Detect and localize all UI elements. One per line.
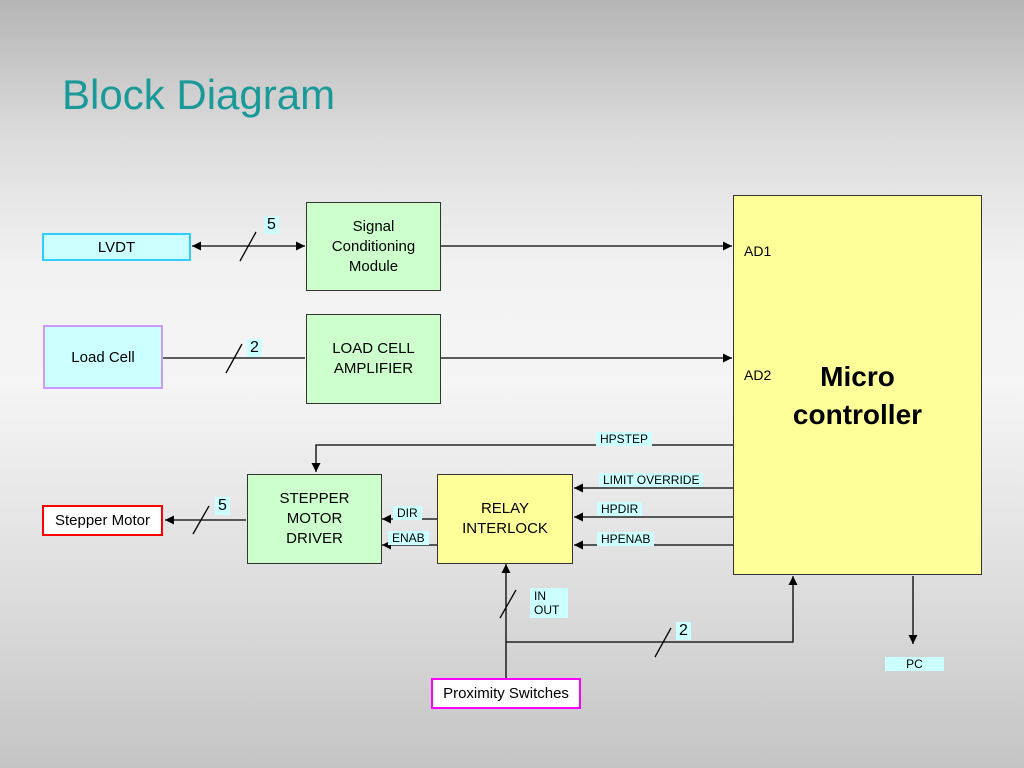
lvdt-bus-width: 5 [264, 216, 279, 234]
relay-interlock-box: RELAY INTERLOCK [437, 474, 573, 564]
stepper-motor-driver-box: STEPPER MOTOR DRIVER [247, 474, 382, 564]
microcontroller-label: Micro controller [792, 361, 923, 430]
signal-conditioning-module-box: Signal Conditioning Module [306, 202, 441, 291]
lvdt-box: LVDT [42, 233, 191, 261]
signal-dir-label: DIR [393, 506, 422, 520]
load-cell-amplifier-box: LOAD CELL AMPLIFIER [306, 314, 441, 404]
load-cell-box: Load Cell [43, 325, 163, 389]
hpstep-wire [311, 444, 734, 472]
page-title: Block Diagram [62, 71, 336, 118]
signal-hpenab-label: HPENAB [597, 532, 655, 546]
microcontroller-box: Micro controller [733, 195, 982, 575]
load-cell-bus-width: 2 [247, 339, 262, 357]
signal-in-out-label: IN OUT [530, 588, 568, 618]
proximity-switches-box: Proximity Switches [431, 678, 581, 709]
stepper-bus-slash [192, 505, 210, 535]
stepper-bus-width: 5 [215, 497, 230, 515]
proximity-bus-slash [654, 627, 672, 658]
proximity-bus-width: 2 [676, 622, 691, 640]
signal-limit-override-label: LIMIT OVERRIDE [599, 473, 704, 487]
load-cell-bus-slash [225, 343, 243, 374]
signal-hpdir-label: HPDIR [597, 502, 643, 516]
signal-enab-label: ENAB [388, 531, 429, 545]
port-ad2-label: AD2 [744, 367, 772, 383]
stepper-motor-box: Stepper Motor [42, 505, 163, 536]
proximity-to-micro-wire [506, 576, 798, 643]
port-ad1-label: AD1 [744, 243, 772, 259]
signal-hpstep-label: HPSTEP [596, 432, 653, 446]
lvdt-bus-slash [239, 231, 257, 262]
signal-pc-label: PC [885, 657, 944, 671]
in-out-bus-slash [499, 589, 517, 619]
